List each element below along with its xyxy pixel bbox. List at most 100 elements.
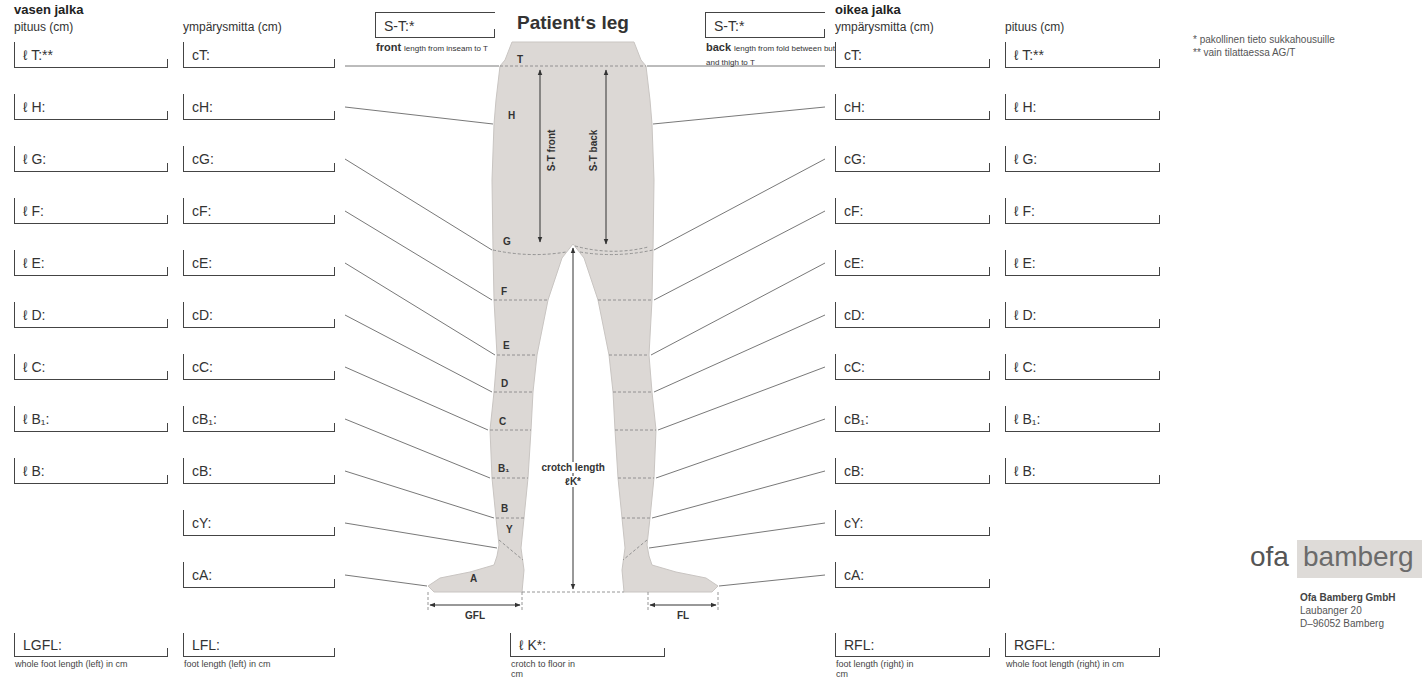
measure-field: LGFL:whole foot length (left) in cm xyxy=(14,633,168,657)
level-letter: B₁ xyxy=(498,463,509,474)
measure-field: cC: xyxy=(835,354,990,380)
field-caption: foot length (left) in cm xyxy=(184,659,274,669)
field-caption: whole foot length (left) in cm xyxy=(15,659,130,669)
measure-field: ℓ B: xyxy=(1005,458,1160,484)
field-caption: crotch to floor in cm xyxy=(511,659,586,679)
diagram-title: Patient‘s leg xyxy=(517,12,629,34)
field-label: cC: xyxy=(192,354,213,380)
measure-field: RGFL:whole foot length (right) in cm xyxy=(1005,633,1160,657)
dimension-label: crotch length xyxy=(540,462,607,473)
dimension-label: GFL xyxy=(465,610,485,621)
measure-field: cG: xyxy=(835,146,990,172)
field-label: ℓ T:** xyxy=(23,42,53,68)
logo-text: ofa xyxy=(1250,541,1289,573)
field-caption: foot length (right) in cm xyxy=(836,659,928,679)
level-letter: G xyxy=(503,236,511,247)
footnote: * pakollinen tieto sukkahousuille xyxy=(1193,34,1335,45)
caption-text: length from inseam to T xyxy=(404,44,488,53)
field-label: cE: xyxy=(192,250,212,276)
measure-field: cF: xyxy=(183,198,335,224)
footnote: ** vain tilattaessa AG/T xyxy=(1193,47,1295,58)
field-label: cC: xyxy=(844,354,865,380)
measure-field: cB₁: xyxy=(183,406,335,432)
measure-field: cE: xyxy=(183,250,335,276)
measure-field: cF: xyxy=(835,198,990,224)
measure-field: cD: xyxy=(183,302,335,328)
field-label: RGFL: xyxy=(1014,633,1055,657)
field-label: ℓ G: xyxy=(1014,146,1037,172)
field-label: ℓ F: xyxy=(23,198,44,224)
logo-text: bamberg xyxy=(1303,541,1414,573)
measure-field: ℓ C: xyxy=(1005,354,1160,380)
field-caption: frontlength from inseam to T xyxy=(376,40,521,54)
field-label: ℓ B₁: xyxy=(23,406,49,432)
measure-field: cY: xyxy=(835,510,990,536)
address-line: Laubanger 20 xyxy=(1300,605,1362,616)
measure-field: cA: xyxy=(183,562,335,588)
field-label: S-T:* xyxy=(384,13,414,39)
field-label: cH: xyxy=(844,94,865,120)
level-letter: F xyxy=(501,286,507,297)
field-label: ℓ E: xyxy=(23,250,45,276)
column-subheader: pituus (cm) xyxy=(14,20,73,34)
column-subheader: ympärysmitta (cm) xyxy=(183,20,282,34)
field-label: cA: xyxy=(844,562,864,588)
field-label: cD: xyxy=(192,302,213,328)
caption-keyword: back xyxy=(706,41,731,53)
measure-field: cH: xyxy=(835,94,990,120)
field-label: cB₁: xyxy=(844,406,869,432)
field-caption: backlength from fold between buttocks an… xyxy=(706,40,856,68)
column-subheader: pituus (cm) xyxy=(1005,20,1064,34)
field-label: cG: xyxy=(192,146,214,172)
field-label: cF: xyxy=(844,198,863,224)
field-label: RFL: xyxy=(844,633,874,657)
measure-field: ℓ F: xyxy=(14,198,168,224)
field-label: cD: xyxy=(844,302,865,328)
field-label: cE: xyxy=(844,250,864,276)
field-label: cY: xyxy=(844,510,863,536)
measure-field: LFL:foot length (left) in cm xyxy=(183,633,335,657)
level-letter: H xyxy=(508,110,515,121)
level-letter: B xyxy=(501,503,508,514)
measure-field: ℓ K*:crotch to floor in cm xyxy=(510,633,665,657)
leg-silhouette xyxy=(428,42,718,592)
measure-field: ℓ B₁: xyxy=(1005,406,1160,432)
level-letter: T xyxy=(517,54,523,65)
column-subheader: ympärysmitta (cm) xyxy=(835,20,934,34)
field-label: S-T:* xyxy=(714,13,744,39)
measure-field: cB₁: xyxy=(835,406,990,432)
field-label: LFL: xyxy=(192,633,220,657)
logo-ground xyxy=(1297,540,1422,578)
measure-field: cT: xyxy=(835,42,990,68)
measure-field: ℓ T:** xyxy=(14,42,168,68)
level-letter: D xyxy=(501,378,508,389)
leader-lines xyxy=(345,66,825,586)
dimension-arrows xyxy=(430,70,716,605)
measure-field: ℓ H: xyxy=(1005,94,1160,120)
field-label: cF: xyxy=(192,198,211,224)
field-label: ℓ K*: xyxy=(519,633,546,657)
field-label: ℓ B: xyxy=(23,458,45,484)
measure-field: ℓ E: xyxy=(1005,250,1160,276)
measure-field: cH: xyxy=(183,94,335,120)
column-header: oikea jalka xyxy=(835,2,901,17)
field-label: cG: xyxy=(844,146,866,172)
field-label: ℓ D: xyxy=(23,302,45,328)
measure-field: ℓ G: xyxy=(1005,146,1160,172)
field-label: cB: xyxy=(844,458,864,484)
level-letter: A xyxy=(470,573,477,584)
field-label: ℓ C: xyxy=(1014,354,1036,380)
measure-field: cY: xyxy=(183,510,335,536)
measure-field: cG: xyxy=(183,146,335,172)
field-label: cB₁: xyxy=(192,406,217,432)
measure-field: ℓ E: xyxy=(14,250,168,276)
measure-field: ℓ D: xyxy=(1005,302,1160,328)
field-label: LGFL: xyxy=(23,633,62,657)
measure-field: cE: xyxy=(835,250,990,276)
field-label: ℓ T:** xyxy=(1014,42,1044,68)
measure-field: cC: xyxy=(183,354,335,380)
field-label: ℓ C: xyxy=(23,354,45,380)
measure-field: cD: xyxy=(835,302,990,328)
field-label: ℓ G: xyxy=(23,146,46,172)
